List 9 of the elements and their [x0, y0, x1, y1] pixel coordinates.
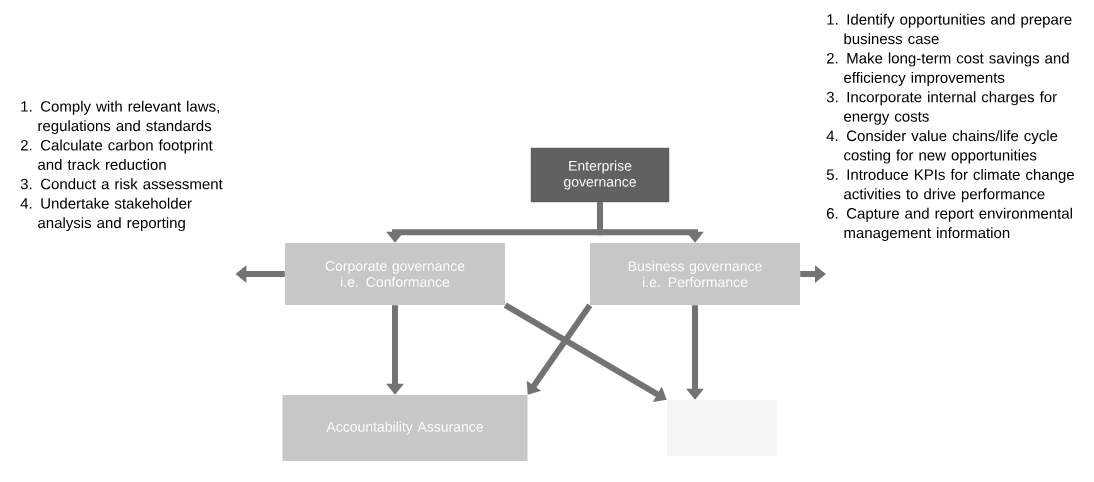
- faded-box: [667, 400, 777, 456]
- numbered-list: 1. Comply with relevant laws, regulations and standards 2. Calculate carbon footprint and track reduction 3. Conduct a risk assessment 4. Undertake stakeholder analysis and reporting: [20, 100, 223, 232]
- numbered-list: 1. Identify opportunities and prepare business case 2. Make long-term cost savings and efficiency improvements 3. Incorporate internal charges for energy costs 4. Consider value chains/life cycle costing for new opportunities 5. Introduce KPIs for climate change activities to drive performance 6. Capture and report environmental management information: [826, 13, 1074, 242]
- arrow: [503, 302, 667, 402]
- governance-box: Corporate governance i.e. Conformance: [285, 243, 505, 305]
- governance-box: Business governance i.e. Performance: [590, 243, 800, 305]
- governance-box: Accountability Assurance: [282, 395, 528, 461]
- heading-box: Enterprise governance: [530, 147, 670, 203]
- arrow: [526, 303, 593, 395]
